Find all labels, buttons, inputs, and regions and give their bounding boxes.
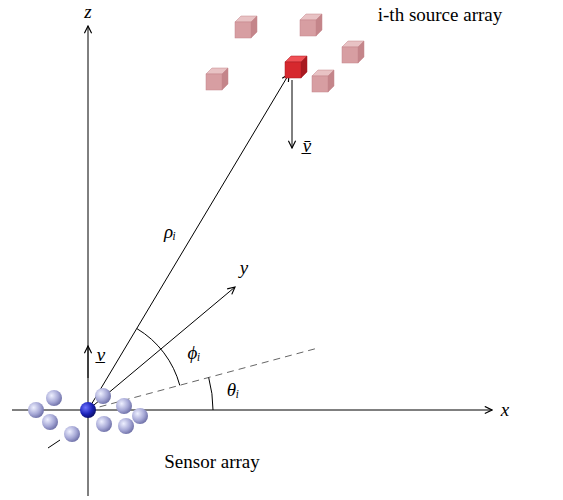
axis-tick (48, 440, 60, 448)
sensor-elements (28, 388, 148, 448)
source-cube (235, 16, 257, 38)
cube-face (328, 70, 334, 92)
source-array-label: i-th source array (378, 5, 503, 26)
cube-face (358, 41, 364, 63)
angle-label: θᵢ (225, 380, 241, 401)
sensor-ball (132, 408, 148, 424)
sensor-ball (116, 398, 132, 414)
cube-face (235, 22, 251, 38)
sensor-ball (28, 402, 44, 418)
cube-face (316, 14, 322, 36)
elevation-arc (137, 329, 180, 386)
sensor-ball (95, 388, 111, 404)
cube-face (301, 56, 307, 78)
source-cube (206, 68, 228, 90)
source-cube (342, 41, 364, 63)
sensor-ball (96, 416, 112, 432)
source-cube (312, 70, 334, 92)
cube-face (312, 76, 328, 92)
sensor-ball (64, 426, 80, 442)
sensor-array-label: Sensor array (164, 452, 260, 473)
cube-face (206, 74, 222, 90)
range-label: ρᵢ (162, 222, 178, 243)
reference-source-cube (285, 56, 307, 78)
azimuth-arc (209, 378, 213, 410)
range-vector (88, 74, 289, 410)
y-axis (88, 287, 235, 410)
sensor-ball (118, 418, 134, 434)
sensor-velocity-arrow (88, 346, 89, 378)
cube-face (251, 16, 257, 38)
cube-face (300, 20, 316, 36)
cube-face (222, 68, 228, 90)
cube-face (285, 62, 301, 78)
source-array (206, 14, 364, 92)
source-cube (300, 14, 322, 36)
sensor-ball (42, 414, 58, 430)
axis-label: z (84, 2, 91, 23)
z-axis (88, 26, 89, 496)
sensor-ball (46, 390, 62, 406)
velocity-label: v̲̄ (301, 136, 313, 157)
cube-face (342, 47, 358, 63)
angle-label: ϕᵢ (186, 343, 203, 364)
reference-sensor-ball (80, 402, 96, 418)
axis-label: y (240, 258, 248, 279)
axis-label: x (501, 400, 509, 421)
velocity-label: v̲ (95, 345, 107, 366)
source-velocity-arrow (292, 80, 293, 148)
